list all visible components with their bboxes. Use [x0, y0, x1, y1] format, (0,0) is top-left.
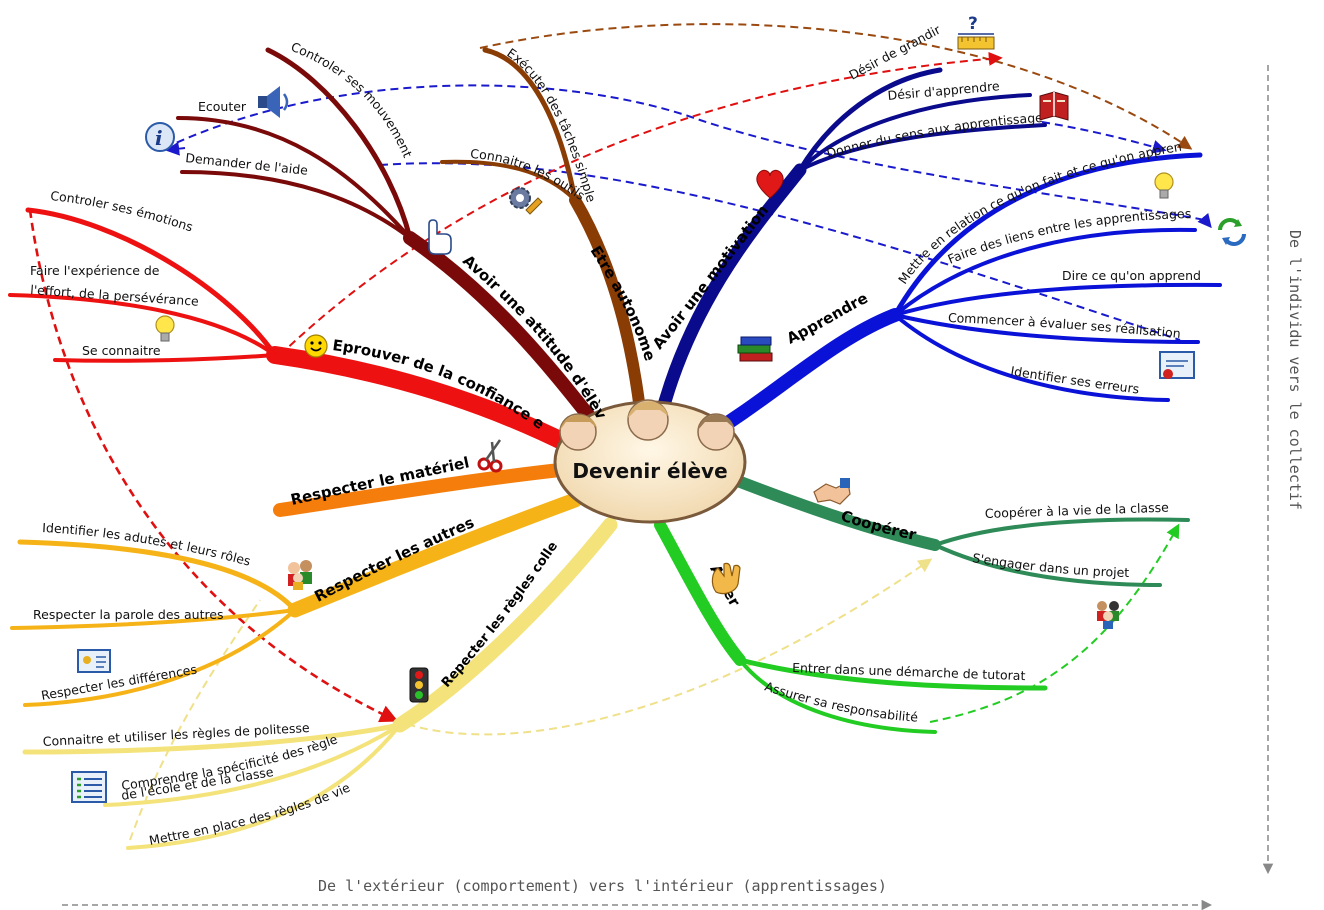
horizontal-axis-label: De l'extérieur (comportement) vers l'int…: [318, 877, 887, 895]
lightbulb-icon: [1154, 172, 1174, 199]
books-icon: [737, 336, 773, 362]
lightbulb-icon: [155, 315, 175, 342]
horizontal-axis: De l'extérieur (comportement) vers l'int…: [62, 877, 1213, 910]
gears-icon: [509, 187, 543, 215]
child-respecter-parole[interactable]: Respecter la parole des autres: [33, 607, 224, 622]
children-heads-icon: [559, 399, 735, 451]
group-icon: [1097, 601, 1119, 629]
child-experience-effort-1[interactable]: Faire l'expérience de: [30, 263, 160, 278]
branch-label-autres[interactable]: Respecter les autres: [311, 513, 476, 605]
child-tutorat[interactable]: Entrer dans une démarche de tutorat: [792, 660, 1026, 683]
handshake-icon: [813, 478, 851, 505]
heart-icon: [756, 169, 784, 199]
sub-branches: [8, 47, 1222, 850]
child-dire-apprend[interactable]: Dire ce qu'on apprend: [1062, 268, 1201, 283]
child-respecter-differences[interactable]: Respecter les différences: [40, 662, 198, 703]
svg-text:i: i: [155, 126, 163, 150]
people-icon: [288, 560, 312, 590]
waving-hand-icon: [711, 562, 741, 595]
icons: ? i: [71, 14, 1246, 803]
vertical-axis-label: De l'individu vers le collectif: [1286, 230, 1304, 510]
vertical-axis: De l'individu vers le collectif: [1262, 65, 1304, 875]
central-topic[interactable]: Devenir élève: [553, 399, 747, 524]
branch-label-cooperer[interactable]: Coopérer: [839, 507, 919, 544]
child-controler-mouvements[interactable]: Controler ses mouvements: [0, 0, 415, 160]
refresh-icon: [1218, 218, 1246, 246]
branch-label-motivation[interactable]: Avoir une motivation: [649, 201, 772, 352]
branch-label-autonome[interactable]: Etre autonome: [587, 243, 659, 363]
scissors-icon: [477, 439, 503, 473]
child-engager-projet[interactable]: S'engager dans un projet: [971, 550, 1129, 580]
child-controler-emotions[interactable]: Controler ses émotions: [50, 188, 195, 235]
smiley-icon: [304, 334, 328, 358]
pointing-hand-icon: [428, 219, 452, 255]
branch-label-confiance[interactable]: Eprouver de la confiance en soi: [0, 0, 548, 433]
child-evaluer[interactable]: Commencer à évaluer ses réalisations: [0, 0, 1181, 341]
book-icon: [1039, 91, 1069, 121]
child-ecouter[interactable]: Ecouter: [198, 99, 247, 114]
list-icon: [71, 771, 107, 803]
speaker-icon: [258, 86, 289, 118]
traffic-light-icon: [409, 667, 429, 703]
id-card-icon: [77, 649, 111, 673]
child-cooperer-classe[interactable]: Coopérer à la vie de la classe: [985, 500, 1170, 521]
child-se-connaitre[interactable]: Se connaitre: [82, 343, 161, 358]
central-topic-title: Devenir élève: [572, 459, 727, 483]
certificate-icon: [1159, 351, 1195, 379]
info-icon: i: [145, 122, 175, 152]
question-ruler-icon: ?: [957, 14, 995, 50]
svg-text:?: ?: [968, 14, 978, 34]
